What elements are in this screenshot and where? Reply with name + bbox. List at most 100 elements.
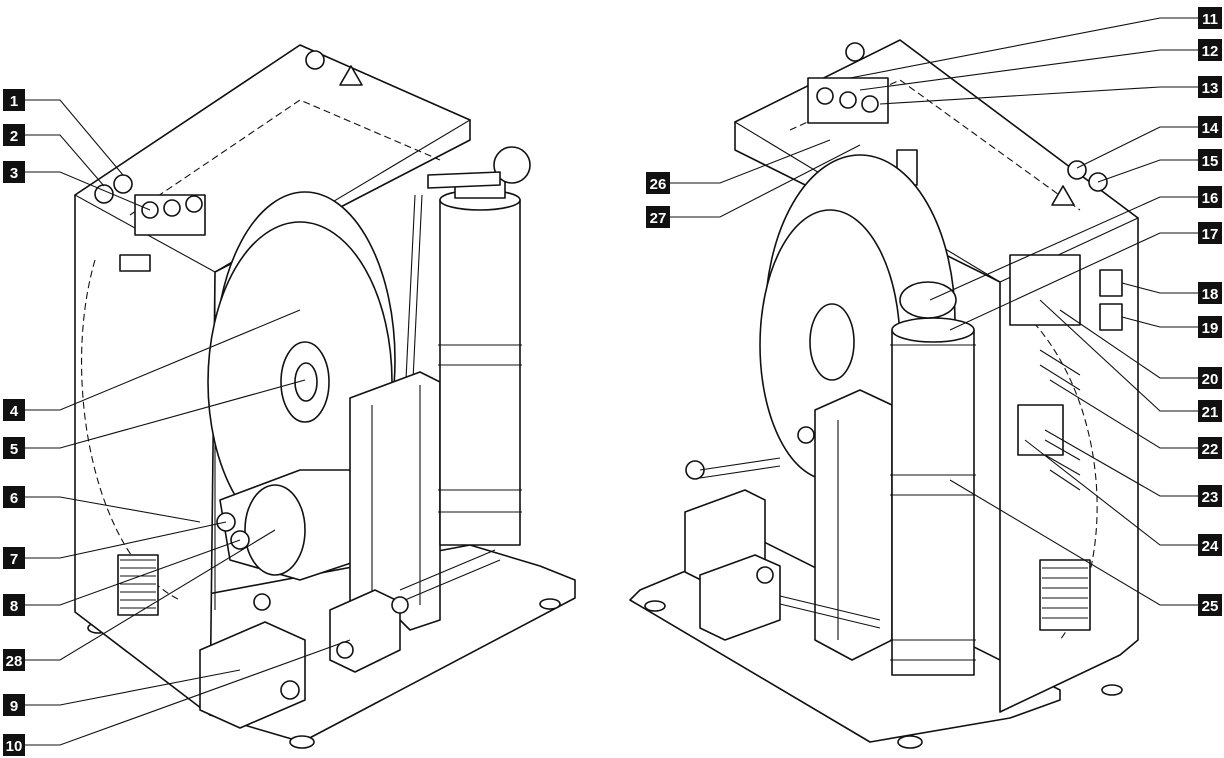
svg-text:5: 5 — [10, 441, 18, 458]
svg-text:14: 14 — [1202, 120, 1219, 137]
left-top-port-3 — [305, 50, 325, 70]
svg-text:10: 10 — [6, 738, 23, 755]
left-lower-fitting-1 — [280, 680, 300, 700]
left-lower-pipe — [399, 549, 501, 601]
left-unit-view — [73, 44, 576, 749]
right-drum-hub — [809, 303, 855, 381]
callout-2: 2 — [3, 124, 105, 187]
callouts: 1 2 3 4 5 6 7 — [3, 7, 1222, 756]
svg-text:23: 23 — [1202, 489, 1219, 506]
callout-26: 26 — [646, 139, 831, 194]
callout-24: 24 — [1024, 439, 1222, 556]
left-vent-grille — [117, 554, 159, 616]
left-gauge-fitting — [427, 171, 501, 189]
svg-text:4: 4 — [10, 403, 19, 420]
left-drum-hub-inner — [294, 362, 318, 402]
callout-12: 12 — [859, 39, 1222, 91]
svg-text:21: 21 — [1202, 404, 1219, 421]
svg-text:13: 13 — [1202, 80, 1219, 97]
right-filter-cylinder — [891, 329, 975, 676]
right-foot-3 — [1101, 684, 1123, 696]
callout-16: 16 — [929, 186, 1222, 301]
callout-9: 9 — [3, 669, 241, 716]
callout-13: 13 — [879, 76, 1222, 105]
left-filter-cylinder — [439, 199, 521, 546]
right-top-port-1 — [845, 42, 865, 62]
right-relay-block — [1017, 404, 1064, 456]
callout-21: 21 — [1039, 299, 1222, 422]
svg-text:16: 16 — [1202, 190, 1219, 207]
callout-14: 14 — [1076, 116, 1222, 169]
svg-text:1: 1 — [10, 93, 18, 110]
svg-text:28: 28 — [6, 653, 23, 670]
right-filter-top — [891, 317, 975, 343]
right-valve-1 — [816, 87, 834, 105]
right-switch-2 — [1099, 303, 1123, 331]
svg-text:7: 7 — [10, 551, 18, 568]
callout-28: 28 — [3, 529, 276, 671]
right-filter-cap — [899, 281, 957, 319]
callout-6: 6 — [3, 486, 201, 523]
svg-text:15: 15 — [1202, 153, 1219, 170]
left-pressure-gauge — [493, 146, 531, 184]
left-valve-2 — [163, 199, 181, 217]
left-small-fitting — [119, 254, 151, 272]
right-top-port-2 — [1067, 160, 1087, 180]
callout-11: 11 — [849, 7, 1222, 79]
callout-10: 10 — [3, 639, 351, 756]
right-control-board — [1009, 254, 1081, 326]
callout-18: 18 — [1121, 282, 1222, 304]
callout-27: 27 — [646, 144, 861, 228]
callout-5: 5 — [3, 379, 306, 459]
svg-text:6: 6 — [10, 490, 18, 507]
callout-22: 22 — [1049, 379, 1222, 459]
right-lower-fitting-1 — [685, 460, 705, 480]
left-valve-3 — [185, 195, 203, 213]
svg-text:8: 8 — [10, 598, 18, 615]
svg-text:25: 25 — [1202, 598, 1219, 615]
right-lower-fitting-3 — [797, 426, 815, 444]
svg-text:20: 20 — [1202, 371, 1219, 388]
right-heater-fins — [1039, 349, 1081, 491]
svg-text:19: 19 — [1202, 320, 1219, 337]
svg-text:9: 9 — [10, 698, 18, 715]
callout-20: 20 — [1059, 309, 1222, 389]
svg-text:17: 17 — [1202, 226, 1219, 243]
right-vent-grille — [1039, 559, 1091, 631]
right-bracket — [814, 389, 893, 661]
left-foot-3 — [539, 598, 561, 610]
left-foot-2 — [289, 735, 315, 749]
svg-text:22: 22 — [1202, 441, 1219, 458]
callout-23: 23 — [1044, 429, 1222, 507]
right-valve-3 — [861, 95, 879, 113]
right-vent-hatch — [1042, 567, 1088, 619]
svg-text:27: 27 — [650, 210, 667, 227]
right-pipe-1 — [699, 457, 781, 479]
callout-17: 17 — [949, 222, 1222, 331]
svg-text:3: 3 — [10, 165, 18, 182]
left-top-port-1 — [113, 174, 133, 194]
callout-3: 3 — [3, 161, 151, 211]
callout-15: 15 — [1097, 149, 1222, 183]
left-filter-clamps — [438, 344, 522, 513]
right-switch-1 — [1099, 269, 1123, 297]
right-unit-view — [629, 39, 1140, 749]
callout-7: 7 — [3, 521, 227, 569]
right-valve-2 — [839, 91, 857, 109]
callout-25: 25 — [949, 479, 1222, 616]
right-pipe-2 — [779, 595, 881, 629]
right-foot-2 — [897, 735, 923, 749]
left-warning-triangle — [339, 65, 363, 86]
left-lower-fitting-3 — [253, 593, 271, 611]
left-bracket-edge — [371, 385, 421, 620]
left-lower-fitting-4 — [391, 596, 409, 614]
right-housing-dashed-2 — [789, 79, 1081, 211]
right-warning-triangle — [1051, 185, 1075, 206]
svg-text:12: 12 — [1202, 43, 1219, 60]
callout-8: 8 — [3, 539, 241, 616]
left-housing-top — [73, 44, 472, 273]
svg-text:18: 18 — [1202, 286, 1219, 303]
right-filter-clamps — [890, 344, 976, 661]
svg-text:24: 24 — [1202, 538, 1219, 555]
left-vent-hatch — [120, 559, 156, 609]
